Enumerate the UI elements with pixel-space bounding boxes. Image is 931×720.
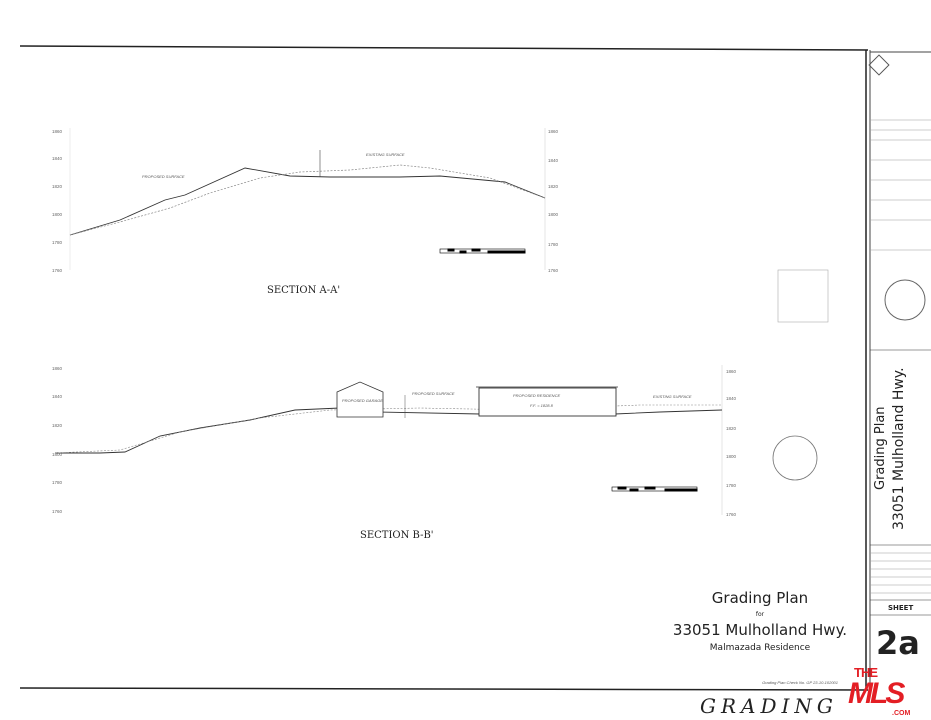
existing-surface-line — [54, 404, 722, 454]
elevation-label: 1760 — [726, 512, 737, 517]
approval-stamp-icon — [777, 269, 829, 323]
side-title-text: Grading Plan — [873, 406, 888, 490]
elevation-label: 1820 — [726, 426, 737, 431]
mls-logo-com: .COM — [892, 710, 911, 717]
title-block-lines — [870, 119, 931, 616]
existing-surface-label: EXISTING SURFACE — [653, 394, 692, 399]
elevation-label: 1760 — [548, 268, 559, 273]
elevation-label: 1780 — [548, 242, 559, 247]
mls-logo-mls: MLS — [848, 677, 905, 710]
elevation-label: 1800 — [548, 212, 559, 217]
garage-outline — [336, 381, 384, 418]
residence-outline — [478, 387, 617, 417]
finished-floor-label: F.F. = 1828.8 — [530, 403, 554, 408]
proposed-surface-line — [55, 407, 723, 454]
elevation-label: 1840 — [726, 396, 737, 401]
plan-title-for: for — [756, 611, 765, 618]
section-b-profile — [54, 269, 829, 515]
elevation-label: 1860 — [52, 366, 63, 371]
elevation-label: 1780 — [52, 240, 63, 245]
elevation-label: 1780 — [52, 480, 63, 485]
plan-title: Grading Plan — [712, 589, 808, 607]
bottom-border — [19, 687, 869, 691]
elevation-label: 1800 — [52, 212, 63, 217]
elevation-label: 1860 — [52, 129, 63, 134]
elevation-label: 1840 — [52, 156, 63, 161]
sheet-label: SHEET — [888, 604, 913, 612]
elevation-label: 1860 — [548, 129, 559, 134]
elevation-label: 1800 — [52, 452, 63, 457]
elevation-label: 1760 — [52, 268, 63, 273]
section-a-profile — [69, 128, 546, 270]
elevation-label: 1860 — [726, 369, 737, 374]
engineer-logo-icon — [868, 54, 890, 76]
side-address-text: 33051 Mulholland Hwy. — [891, 367, 907, 530]
plan-address: 33051 Mulholland Hwy. — [673, 621, 847, 639]
elevation-label: 1820 — [52, 423, 63, 428]
elevation-label: 1800 — [726, 454, 737, 459]
top-border — [19, 45, 869, 51]
section-b-title: SECTION B-B' — [360, 530, 434, 541]
proposed-surface-label: PROPOSED SURFACE — [412, 391, 455, 396]
sheet-number: 2a — [876, 624, 920, 662]
scale-bar — [611, 486, 698, 492]
section-a-title: SECTION A-A' — [267, 285, 340, 296]
approval-stamp-icon — [772, 435, 818, 481]
engineer-seal-icon — [884, 279, 926, 321]
plan-check-number: Grading Plan Check No. GP 23-10-102001 — [762, 680, 838, 685]
proposed-garage-label: PROPOSED GARAGE — [342, 398, 383, 403]
existing-surface-line — [69, 164, 546, 236]
proposed-surface-label: PROPOSED SURFACE — [142, 174, 185, 179]
mls-logo-the: THE — [854, 665, 878, 680]
proposed-residence-label: PROPOSED RESIDENCE — [513, 393, 560, 398]
proposed-surface-line — [69, 167, 546, 236]
existing-surface-label: EXISTING SURFACE — [366, 152, 405, 157]
elevation-label: 1760 — [52, 509, 63, 514]
elevation-label: 1820 — [548, 184, 559, 189]
handwritten-label: GRADING — [700, 694, 838, 718]
mls-watermark-logo: THE MLS .COM — [848, 666, 910, 720]
elevation-label: 1840 — [52, 394, 63, 399]
title-block: Grading Plan for 33051 Mulholland Hwy. M… — [673, 589, 920, 685]
scale-bar — [439, 248, 526, 254]
side-title: Grading Plan 33051 Mulholland Hwy. — [873, 367, 907, 530]
plan-subtitle: Malmazada Residence — [710, 643, 811, 653]
elevation-label: 1780 — [726, 483, 737, 488]
elevation-label: 1820 — [52, 184, 63, 189]
elevation-label: 1840 — [548, 158, 559, 163]
